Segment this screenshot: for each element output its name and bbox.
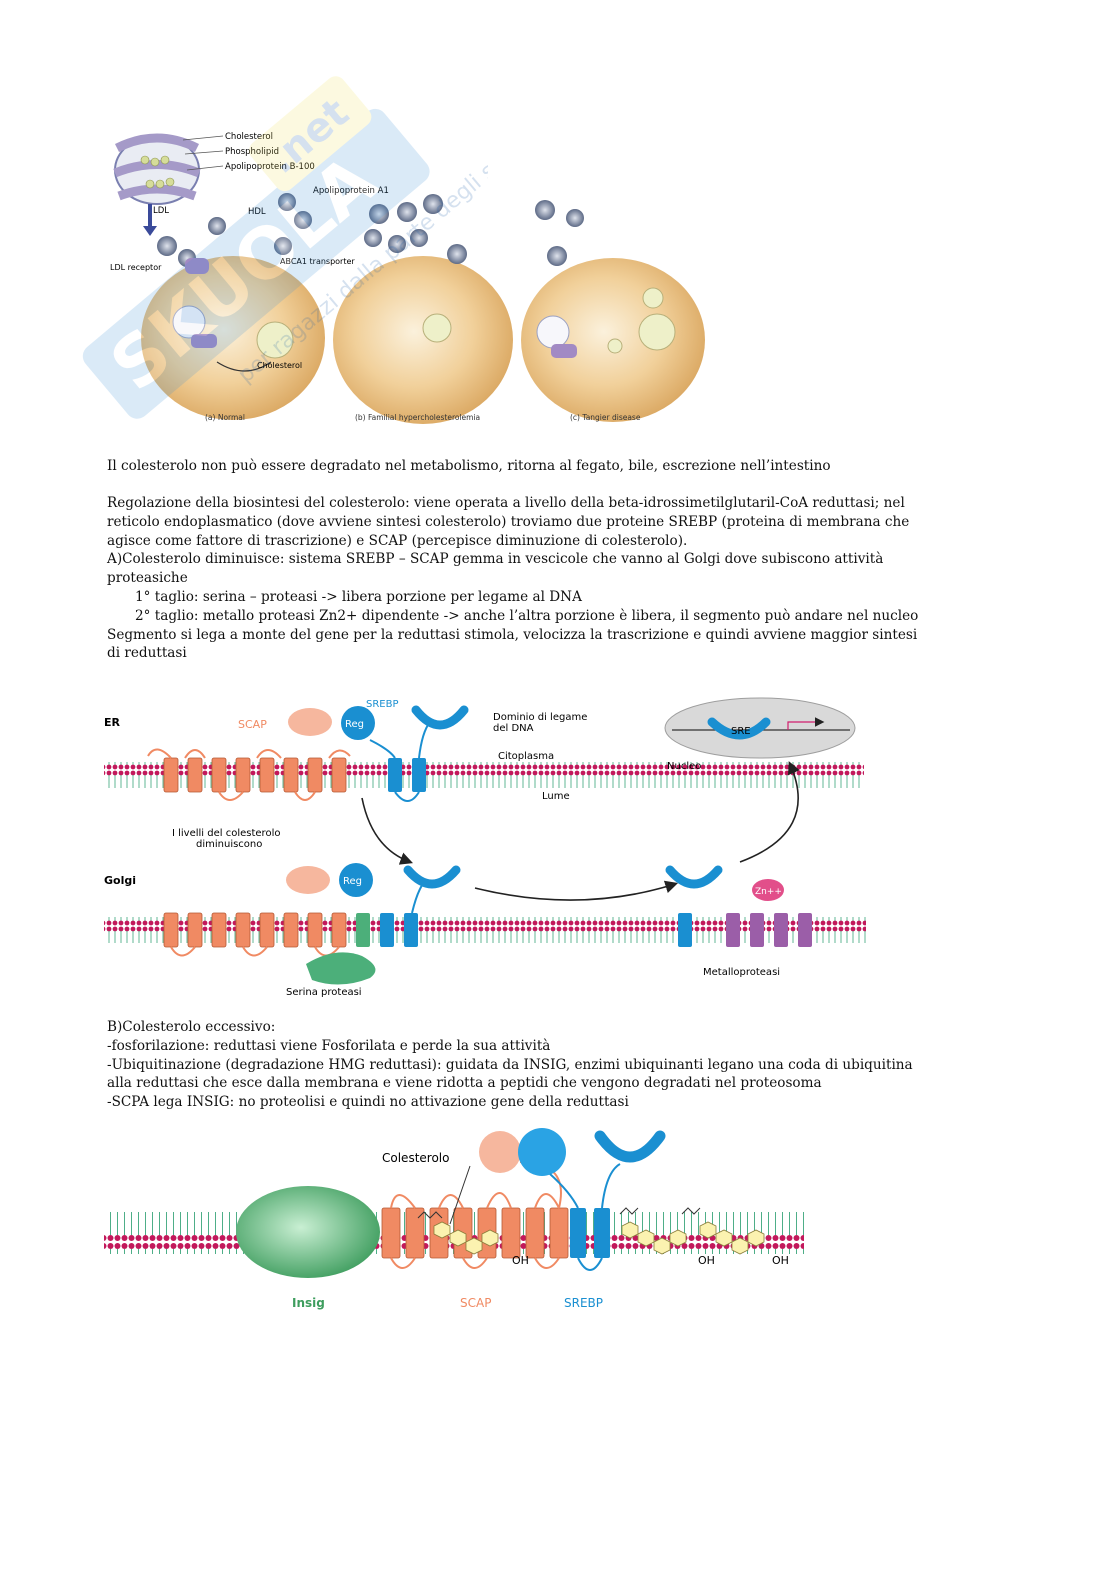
label-scap: SCAP <box>460 1296 491 1310</box>
paragraph-excess-cholesterol: B)Colesterolo eccessivo: -fosforilazione… <box>107 1018 1007 1112</box>
label-nucleus: Nucleo <box>667 761 701 772</box>
scap-helices-golgi <box>163 912 347 948</box>
label-domain-2: del DNA <box>493 723 534 734</box>
label-cholesterol-inside: Cholesterol <box>257 361 302 370</box>
text-line: -Ubiquitinazione (degradazione HMG redut… <box>107 1056 913 1073</box>
label-cholesterol: Cholesterol <box>225 132 273 142</box>
label-ldl-receptor: LDL receptor <box>110 263 162 272</box>
label-decrease-2: diminuiscono <box>196 839 262 850</box>
label-reg-golgi: Reg <box>343 876 362 887</box>
label-cytoplasm: Citoplasma <box>498 751 554 762</box>
scap-sensor <box>479 1131 521 1173</box>
label-oh-3: OH <box>772 1254 789 1267</box>
label-scap: SCAP <box>238 718 267 731</box>
text-line: proteasiche <box>107 570 188 587</box>
text-line: alla reduttasi che esce dalla membrana e… <box>107 1075 822 1092</box>
metalloprotease-helices <box>726 913 812 947</box>
reg-domain-golgi <box>339 863 373 897</box>
label-domain-1: Dominio di legame <box>493 712 587 723</box>
cholesterol-molecules <box>433 1221 765 1255</box>
label-apob: Apolipoprotein B-100 <box>225 162 315 172</box>
label-apoa1: Apolipoprotein A1 <box>313 186 389 196</box>
ldl-particles <box>157 193 584 267</box>
label-insig: Insig <box>292 1296 325 1310</box>
label-zn: Zn++ <box>755 887 782 897</box>
er-membrane <box>104 762 864 788</box>
ldl-legend-lines <box>182 135 224 171</box>
label-lumen: Lume <box>542 791 570 802</box>
cell-normal <box>141 256 325 420</box>
label-abca1: ABCA1 transporter <box>280 257 355 266</box>
label-golgi: Golgi <box>104 874 136 887</box>
scap-helices-er <box>163 757 347 793</box>
ldl-particle-diagram <box>113 133 201 205</box>
scap-sensor-er <box>288 708 332 736</box>
text-line: Il colesterolo non può essere degradato … <box>107 458 831 474</box>
caption-familial: (b) Familial hypercholesterolemia <box>355 413 480 422</box>
label-sre: SRE <box>731 726 751 737</box>
text-line-cut2: 2° taglio: metallo proteasi Zn2+ dipende… <box>135 607 919 624</box>
serine-protease-shape <box>306 952 376 985</box>
caption-normal: (a) Normal <box>205 413 245 422</box>
reg-domain-er <box>341 706 375 740</box>
text-line: -fosforilazione: reduttasi viene Fosfori… <box>107 1037 551 1054</box>
label-decrease-1: I livelli del colesterolo <box>172 828 280 839</box>
label-serine-protease: Serina proteasi <box>286 987 362 998</box>
label-er: ER <box>104 716 121 729</box>
text-line: di reduttasi <box>107 645 187 662</box>
label-oh-2: OH <box>698 1254 715 1267</box>
zinc-ion <box>752 879 784 901</box>
text-line: agisce come fattore di trascrizione) e S… <box>107 532 688 549</box>
insig-protein <box>236 1186 380 1278</box>
ldl-receptor-shape <box>185 258 209 274</box>
paragraph-degradation: Il colesterolo non può essere degradato … <box>107 457 1007 476</box>
dna-binding-domain-er <box>411 705 469 730</box>
label-reg-er: Reg <box>345 719 364 730</box>
text-line: reticolo endoplasmatico (dove avviene si… <box>107 513 910 530</box>
label-srebp: SREBP <box>564 1296 603 1310</box>
text-line: Regolazione della biosintesi del coleste… <box>107 495 905 511</box>
label-srebp: SREBP <box>366 699 399 710</box>
srebp-reg-domain <box>518 1128 566 1176</box>
label-metalloprotease: Metalloproteasi <box>703 967 780 978</box>
text-line: B)Colesterolo eccessivo: <box>107 1019 276 1035</box>
text-line-cut1: 1° taglio: serina – proteasi -> libera p… <box>135 588 582 605</box>
paragraph-regulation: Regolazione della biosintesi del coleste… <box>107 494 1007 663</box>
lipoprotein-cells-figure: Cholesterol Phospholipid Apolipoprotein … <box>110 132 705 424</box>
insig-scap-srebp-figure: Insig SCAP SREBP Colesterolo OH OH OH <box>104 1128 804 1310</box>
label-phospholipid: Phospholipid <box>225 147 279 157</box>
label-ldl: LDL <box>153 206 169 216</box>
dna-binding-domain <box>594 1130 666 1163</box>
label-oh-1: OH <box>512 1254 529 1267</box>
srebp-pathway-figure: ER SCAP Reg SREBP Dominio di legame del … <box>104 697 866 998</box>
text-line: Segmento si lega a monte del gene per la… <box>107 626 918 643</box>
text-line: -SCPA lega INSIG: no proteolisi e quindi… <box>107 1094 629 1111</box>
text-line: A)Colesterolo diminuisce: sistema SREBP … <box>107 551 884 568</box>
caption-tangier: (c) Tangier disease <box>570 413 641 422</box>
scap-sensor-golgi <box>286 866 330 894</box>
label-hdl: HDL <box>248 207 266 217</box>
label-cholesterol: Colesterolo <box>382 1151 449 1165</box>
cell-familial <box>333 256 513 424</box>
